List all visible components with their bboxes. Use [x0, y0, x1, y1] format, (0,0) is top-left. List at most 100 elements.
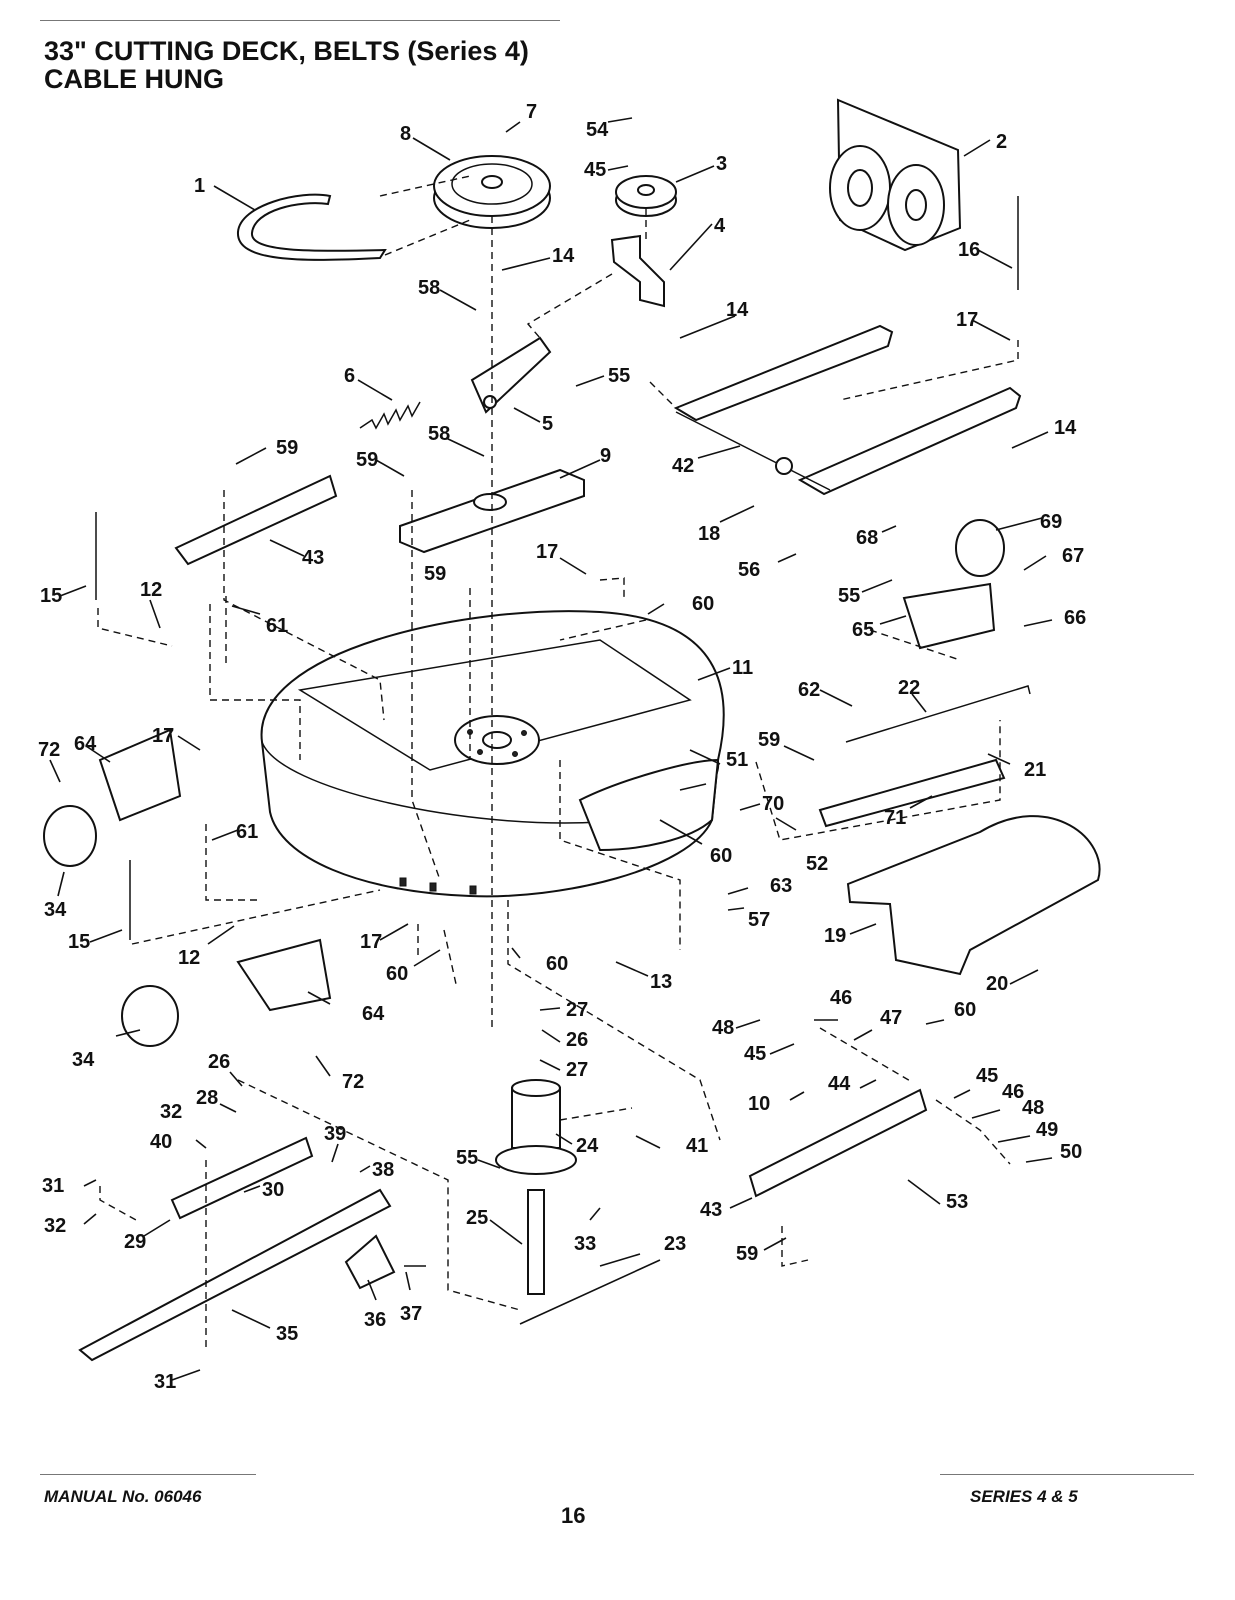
callout-34b: 34 — [72, 1049, 95, 1071]
callout-17a: 17 — [956, 309, 978, 331]
callout-43b: 43 — [700, 1199, 722, 1221]
alignment-lines — [97, 175, 1019, 1350]
callout-58b: 58 — [428, 423, 450, 445]
callout-4: 4 — [714, 215, 726, 237]
callout-15a: 15 — [40, 585, 62, 607]
callout-72a: 72 — [38, 739, 60, 761]
callout-24: 24 — [576, 1135, 599, 1157]
callout-57: 57 — [748, 909, 770, 931]
callout-38: 38 — [372, 1159, 394, 1181]
callout-68: 68 — [856, 527, 878, 549]
callout-12a: 12 — [140, 579, 162, 601]
callout-28: 28 — [196, 1087, 218, 1109]
callout-44: 44 — [828, 1073, 851, 1095]
manual-number: MANUAL No. 06046 — [44, 1487, 202, 1506]
callout-54: 54 — [586, 119, 609, 141]
callout-39: 39 — [324, 1123, 346, 1145]
callout-64b: 64 — [362, 1003, 385, 1025]
callout-3: 3 — [716, 153, 727, 175]
callout-55b: 55 — [838, 585, 860, 607]
callout-46b: 46 — [1002, 1081, 1024, 1103]
callout-25: 25 — [466, 1207, 488, 1229]
baffle-bracket — [818, 758, 1006, 828]
callout-53: 53 — [946, 1191, 968, 1213]
callout-29: 29 — [124, 1231, 146, 1253]
callout-15b: 15 — [68, 931, 90, 953]
diagram-subtitle: CABLE HUNG — [44, 64, 224, 94]
callout-48a: 48 — [712, 1017, 734, 1039]
callout-19: 19 — [824, 925, 846, 947]
blade-stiffener — [344, 1234, 396, 1290]
spindle-pulley — [433, 155, 551, 229]
callout-52: 52 — [806, 853, 828, 875]
lift-arm-assembly — [673, 324, 1022, 496]
callout-62: 62 — [798, 679, 820, 701]
callout-40: 40 — [150, 1131, 172, 1153]
callout-45b: 45 — [744, 1043, 766, 1065]
callout-59e: 59 — [736, 1243, 758, 1265]
callout-numbers: 1 2 3 4 5 6 7 8 9 10 11 12 12 13 14 14 1… — [38, 101, 1086, 1393]
callout-26b: 26 — [208, 1051, 230, 1073]
callout-63: 63 — [770, 875, 792, 897]
callout-12b: 12 — [178, 947, 200, 969]
callout-60d: 60 — [546, 953, 568, 975]
mower-blade — [78, 1188, 392, 1362]
deck-housing — [260, 610, 725, 898]
callout-16: 16 — [958, 239, 980, 261]
discharge-chute — [846, 815, 1101, 976]
callout-60a: 60 — [692, 593, 714, 615]
callout-10: 10 — [748, 1093, 770, 1115]
callout-43a: 43 — [302, 547, 324, 569]
rear-hanger-bracket — [748, 1088, 928, 1198]
callout-13: 13 — [650, 971, 672, 993]
callout-11: 11 — [732, 657, 753, 679]
callout-35: 35 — [276, 1323, 298, 1345]
diagram-title: 33" CUTTING DECK, BELTS (Series 4) — [44, 36, 529, 66]
callout-65: 65 — [852, 619, 874, 641]
callout-14c: 14 — [1054, 417, 1077, 439]
callout-67: 67 — [1062, 545, 1084, 567]
callout-27b: 27 — [566, 1059, 588, 1081]
tension-spring — [359, 401, 421, 430]
front-hanger-bracket — [174, 474, 338, 566]
callout-1: 1 — [194, 175, 205, 197]
callout-9: 9 — [600, 445, 611, 467]
callout-20: 20 — [986, 973, 1008, 995]
callout-59c: 59 — [424, 563, 446, 585]
callout-5: 5 — [542, 413, 553, 435]
callout-37: 37 — [400, 1303, 422, 1325]
callout-48b: 48 — [1022, 1097, 1044, 1119]
callout-66: 66 — [1064, 607, 1086, 629]
callout-34a: 34 — [44, 899, 67, 921]
callout-56: 56 — [738, 559, 760, 581]
callout-64a: 64 — [74, 733, 97, 755]
callout-55a: 55 — [608, 365, 630, 387]
callout-7: 7 — [526, 101, 537, 123]
callout-33: 33 — [574, 1233, 596, 1255]
wheel-brackets — [98, 582, 996, 1012]
callout-17b: 17 — [536, 541, 558, 563]
callout-72b: 72 — [342, 1071, 364, 1093]
callout-14b: 14 — [726, 299, 749, 321]
callout-69: 69 — [1040, 511, 1062, 533]
callout-22: 22 — [898, 677, 920, 699]
callout-59a: 59 — [276, 437, 298, 459]
callout-6: 6 — [344, 365, 355, 387]
callout-31b: 31 — [154, 1371, 176, 1393]
callout-18: 18 — [698, 523, 720, 545]
footer-rule-right — [940, 1474, 1194, 1475]
idler-arm — [470, 336, 552, 414]
top-rule — [40, 20, 560, 21]
callout-17c: 17 — [152, 725, 174, 747]
callout-30: 30 — [262, 1179, 284, 1201]
callout-2: 2 — [996, 131, 1007, 153]
callout-60e: 60 — [954, 999, 976, 1021]
series-label: SERIES 4 & 5 — [970, 1487, 1078, 1506]
callout-14a: 14 — [552, 245, 575, 267]
callout-45a: 45 — [584, 159, 606, 181]
callout-26a: 26 — [566, 1029, 588, 1051]
idler-pulley — [615, 175, 677, 217]
callout-60c: 60 — [386, 963, 408, 985]
